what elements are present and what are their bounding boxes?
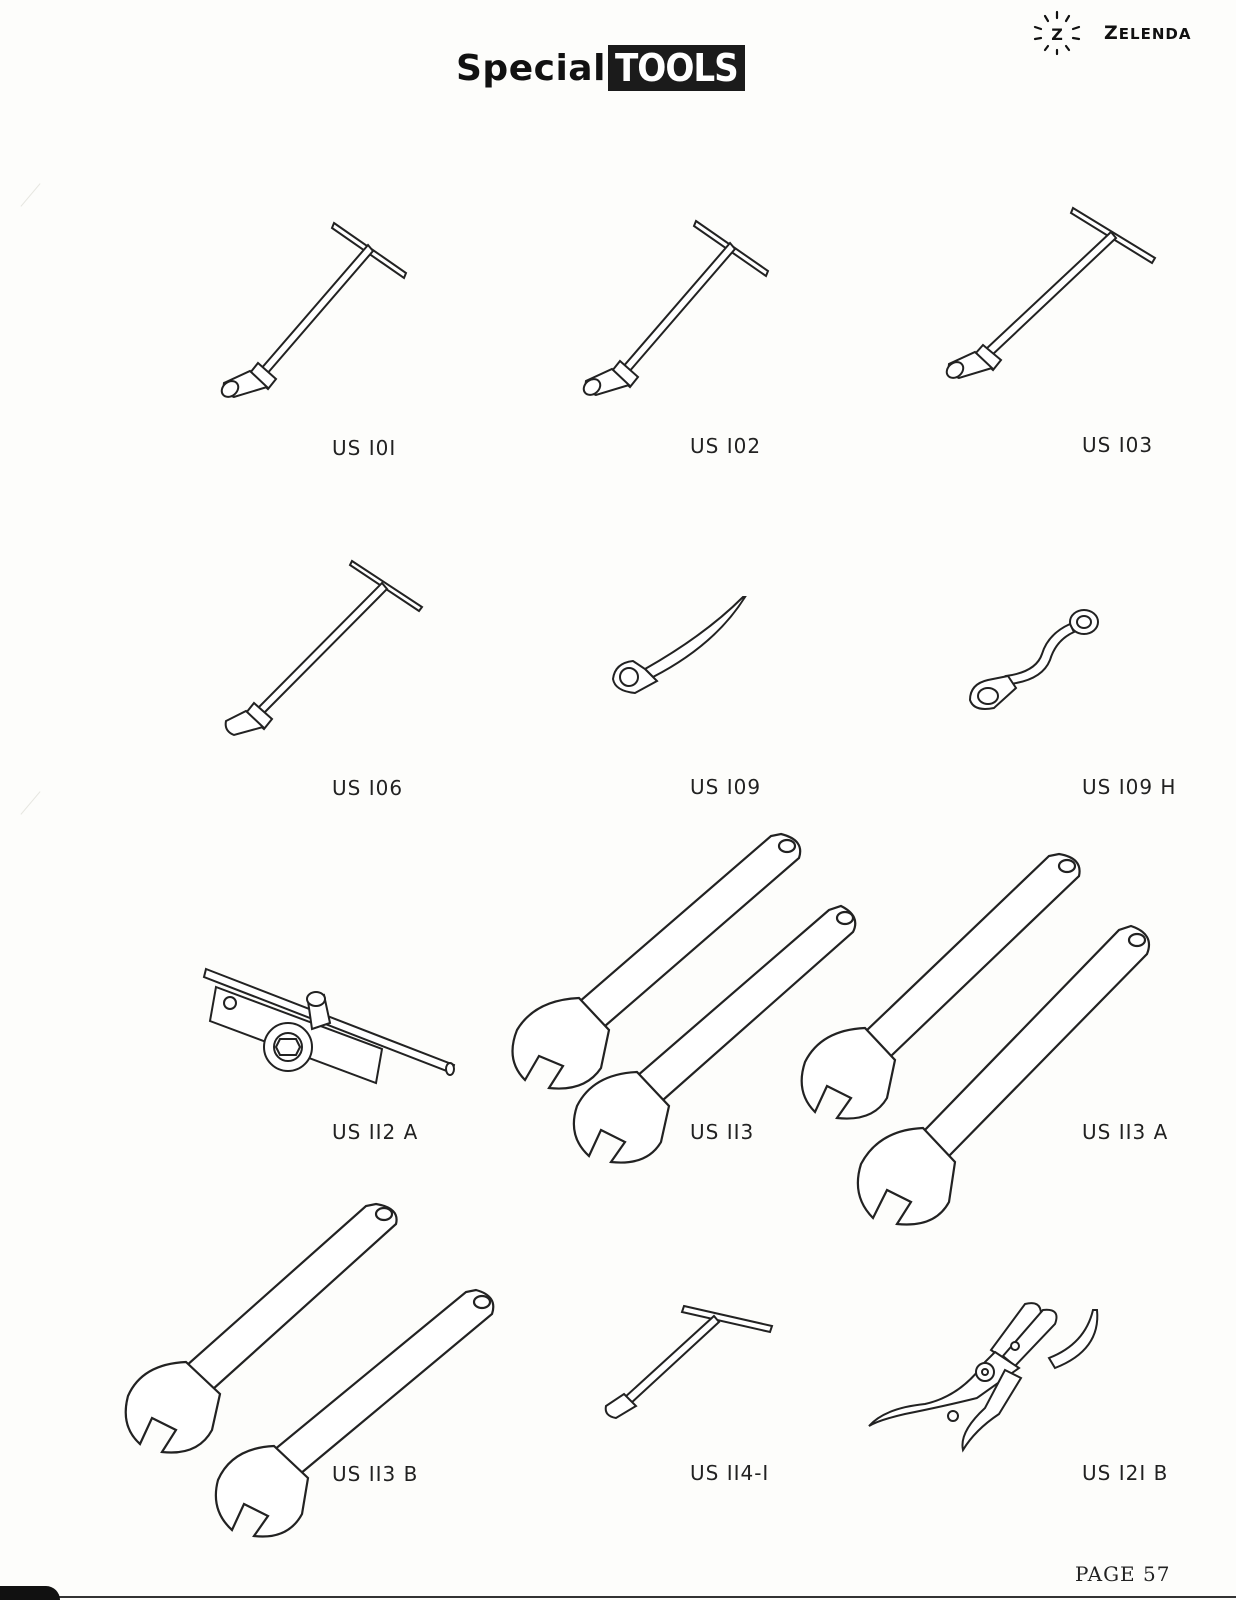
logo-letter: Z: [1051, 25, 1063, 44]
tool-label: US I2I B: [1082, 1461, 1169, 1485]
t-handle-socket-wrench-icon: [220, 221, 408, 399]
offset-ring-spanner-icon: [611, 596, 747, 695]
open-end-spanner-pair-icon: [511, 832, 857, 1164]
tool-label: US I06: [332, 776, 404, 800]
scan-mark: [20, 183, 41, 207]
page-corner: [0, 1586, 60, 1600]
open-end-spanner-pair-icon: [124, 1202, 495, 1538]
bottom-rule: [0, 1596, 1236, 1598]
brand-name: ZELENDA: [1104, 22, 1191, 44]
tool-label: US I09: [690, 775, 762, 799]
t-handle-socket-wrench-icon: [224, 559, 424, 737]
title-tools: TOOLS: [607, 45, 745, 91]
t-handle-socket-wrench-icon: [945, 206, 1157, 380]
t-handle-socket-wrench-icon: [582, 219, 770, 397]
offset-box-wrench-icon: [968, 609, 1099, 710]
title-special: Special: [456, 47, 606, 89]
tool-label: US II3: [690, 1120, 755, 1144]
piston-ring-pliers-icon: [868, 1302, 1099, 1453]
bar-socket-puller-icon: [202, 967, 456, 1085]
tool-label: US I02: [690, 434, 762, 458]
scan-mark: [20, 791, 41, 815]
tool-label: US II2 A: [332, 1120, 419, 1144]
tool-label: US II4-I: [690, 1461, 770, 1485]
t-handle-socket-wrench-icon: [604, 1304, 774, 1420]
tool-label: US I03: [1082, 433, 1154, 457]
tool-label: US II3 A: [1082, 1120, 1169, 1144]
tool-label: US I09 H: [1082, 775, 1177, 799]
tool-label: US II3 B: [332, 1462, 419, 1486]
page-number: PAGE 57: [1075, 1562, 1171, 1586]
page-title: Special TOOLS: [456, 44, 745, 92]
zelenda-sunburst-logo-icon: Z: [1033, 10, 1081, 56]
tool-label: US I0I: [332, 436, 397, 460]
open-end-spanner-pair-icon: [800, 852, 1151, 1226]
brand-initial: Z: [1104, 22, 1119, 44]
brand-rest: ELENDA: [1118, 25, 1192, 43]
